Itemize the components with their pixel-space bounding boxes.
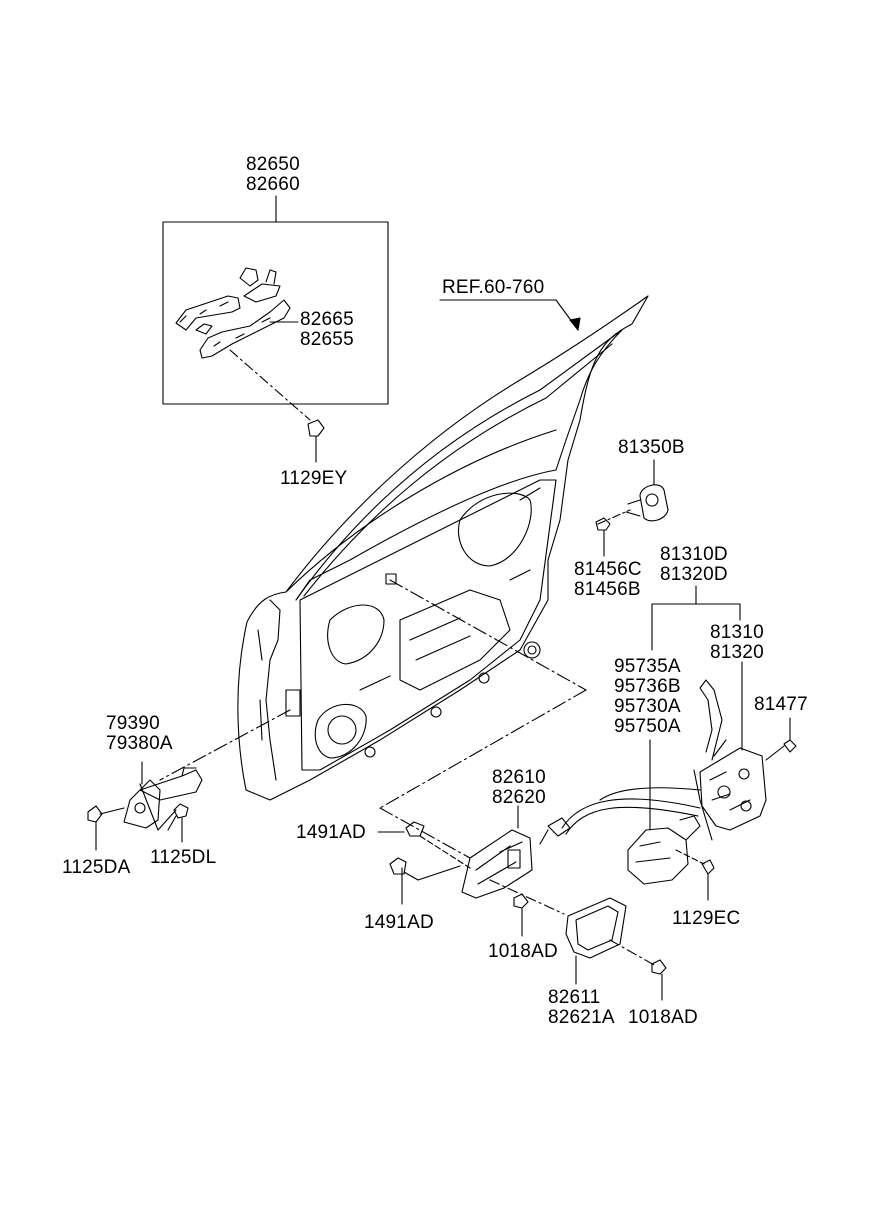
label-ref: REF.60-760 bbox=[442, 277, 545, 298]
handle-cap-part bbox=[239, 267, 259, 287]
speaker-hole bbox=[314, 703, 367, 759]
label-latch-bolt: 81477 bbox=[754, 694, 808, 715]
screw-1018ad-upper bbox=[513, 893, 529, 909]
door-panel bbox=[237, 295, 649, 801]
lock-cylinder bbox=[595, 459, 669, 557]
door-outline bbox=[237, 295, 649, 801]
label-inner-handle-screw: 1018AD bbox=[488, 941, 558, 962]
handle-base-part bbox=[199, 299, 291, 359]
bolt-81477 bbox=[783, 739, 797, 753]
outer-handle-box bbox=[162, 221, 389, 405]
cable-1 bbox=[561, 798, 701, 829]
middle-opening bbox=[399, 589, 511, 691]
lock-cylinder-body bbox=[639, 484, 669, 522]
bolt-1125dl bbox=[173, 803, 189, 819]
label-bezel-screw: 1018AD bbox=[628, 1007, 698, 1028]
handle-bolt-centerline bbox=[229, 349, 311, 421]
latch-body bbox=[699, 747, 767, 831]
latch-mount-hole bbox=[523, 641, 541, 659]
screw-1018ad-lower bbox=[651, 959, 667, 975]
label-clip-lower: 1491AD bbox=[364, 912, 434, 933]
bolt-1129ey bbox=[307, 419, 325, 437]
handle-cover-part bbox=[243, 283, 281, 303]
checker-mount bbox=[285, 689, 301, 717]
latch-rod bbox=[699, 679, 723, 761]
label-outer-handle-bolt: 1129EY bbox=[280, 468, 348, 489]
checker-arm bbox=[139, 769, 203, 801]
label-clip-upper: 1491AD bbox=[296, 822, 366, 843]
outer-handle-group bbox=[162, 195, 389, 463]
inner-handle bbox=[377, 805, 667, 1001]
checker-body bbox=[123, 779, 161, 829]
label-lock-cylinder: 81350B bbox=[618, 437, 685, 458]
checker-centerline bbox=[159, 709, 291, 781]
bolt-1125da bbox=[87, 805, 103, 823]
label-checker-bolt-b: 1125DL bbox=[150, 847, 217, 868]
latch-centerline bbox=[389, 579, 587, 691]
upper-service-hole bbox=[327, 604, 385, 665]
actuator-body bbox=[627, 827, 689, 885]
inner-handle-body bbox=[461, 829, 533, 899]
inner-panel bbox=[299, 479, 557, 771]
label-actuator-bolt: 1129EC bbox=[672, 908, 741, 929]
clip-1491ad-upper bbox=[405, 821, 425, 837]
bolt-1129ec bbox=[701, 859, 715, 875]
screw-81456c bbox=[595, 517, 611, 531]
outer-handle-part bbox=[175, 295, 241, 331]
window-regulator-hole bbox=[458, 492, 532, 567]
label-checker-bolt-a: 1125DA bbox=[62, 857, 131, 878]
door-checker bbox=[87, 761, 203, 851]
latch-assembly bbox=[539, 585, 797, 901]
window-frame bbox=[295, 329, 623, 601]
inner-bezel bbox=[565, 897, 627, 959]
clip-1491ad-lower bbox=[389, 857, 407, 875]
